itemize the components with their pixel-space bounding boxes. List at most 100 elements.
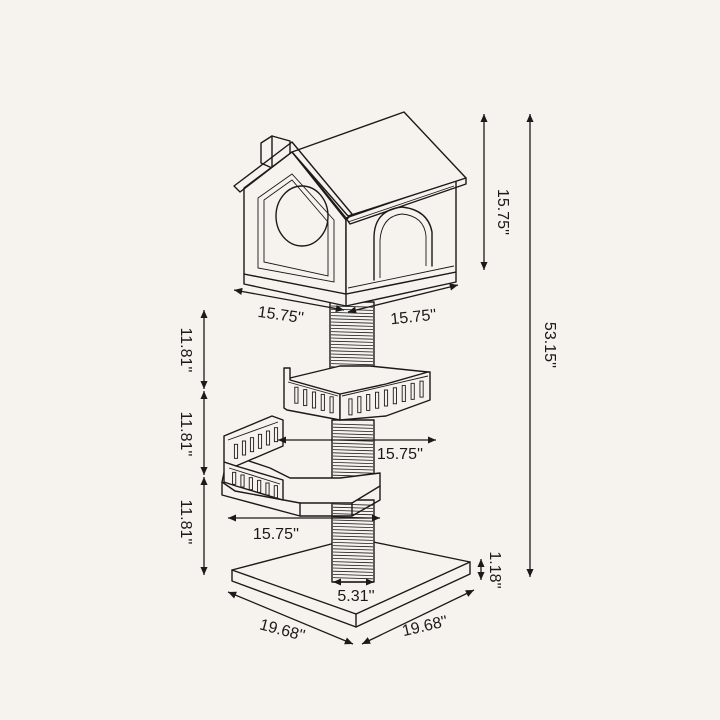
rope-coil: [332, 510, 374, 512]
rope-coil: [330, 318, 374, 321]
rope-coil: [330, 347, 374, 350]
railing-baluster: [273, 427, 279, 443]
railing-baluster: [257, 479, 262, 493]
railing-baluster: [248, 477, 253, 491]
railing-baluster: [265, 482, 270, 496]
rope-coil: [330, 334, 374, 337]
railing-baluster: [294, 386, 299, 404]
lower-platform-width-label: 15.75'': [253, 526, 299, 543]
rope-coil: [332, 542, 374, 544]
rope-coil: [332, 503, 374, 506]
base-width-left-line: [227, 591, 354, 645]
rope-coil: [332, 526, 374, 528]
lower-platform: [221, 415, 381, 517]
rope-coil: [332, 554, 374, 557]
rope-coil: [330, 321, 374, 324]
railing-baluster: [383, 389, 389, 407]
rope-coil: [330, 328, 374, 330]
railing-baluster: [273, 485, 278, 499]
rope-coil: [330, 360, 374, 362]
post-diameter-label: 5.31'': [337, 588, 374, 605]
base-thickness-label: 1.18'': [486, 551, 503, 588]
rope-coil: [332, 430, 374, 432]
railing-baluster: [348, 398, 353, 416]
rope-coil: [332, 433, 374, 436]
rope-coil: [330, 344, 374, 346]
rope-coil: [330, 353, 374, 356]
rope-coil: [332, 452, 374, 455]
rope-coil: [332, 455, 374, 458]
rope-coil: [332, 423, 374, 426]
lower-spacing-label: 11.81'': [177, 500, 194, 545]
rope-coil: [330, 363, 374, 366]
rope-coil: [330, 315, 374, 318]
upper-spacing-label: 11.81'': [177, 328, 194, 373]
railing-baluster: [241, 440, 247, 456]
railing-baluster: [232, 471, 237, 485]
railing-baluster: [419, 380, 424, 398]
rope-coil: [330, 337, 374, 340]
railing-baluster: [311, 391, 317, 409]
rope-coil: [332, 522, 374, 525]
railing-baluster: [303, 389, 308, 407]
rope-coil: [332, 574, 374, 576]
upper-platform: [283, 365, 431, 421]
middle-spacing-label: 11.81'': [177, 412, 194, 457]
railing-baluster: [366, 393, 371, 411]
rope-coil: [332, 564, 374, 567]
rope-coil: [332, 561, 374, 564]
rope-coil: [332, 545, 374, 548]
house-width-right-line: [347, 283, 459, 314]
middle-scratching-post: [331, 419, 375, 483]
rope-coil: [332, 535, 374, 538]
railing-baluster: [240, 474, 245, 488]
base-width-left-label: 19.68'': [258, 616, 307, 644]
dimension-lines: [200, 114, 534, 645]
rope-coil: [332, 532, 374, 535]
railing-baluster: [392, 387, 397, 405]
railing-baluster: [249, 437, 255, 453]
rope-coil: [332, 446, 374, 448]
railing-baluster: [401, 385, 406, 403]
railing-baluster: [257, 433, 263, 449]
lower-scratching-post: [331, 499, 375, 583]
base-width-right-label: 19.68'': [401, 613, 450, 640]
rope-coil: [332, 529, 374, 532]
rope-coil: [332, 465, 374, 468]
rope-coil: [332, 426, 374, 429]
rope-coil: [332, 471, 374, 474]
house-width-left-label: 15.75'': [257, 304, 305, 327]
dimension-labels: 53.15'' 15.75'' 15.75'' 15.75'' 11.81'' …: [177, 189, 558, 645]
rope-coil: [332, 570, 374, 573]
total-height-label: 53.15'': [541, 322, 558, 368]
house-width-left-line: [233, 287, 345, 313]
house-height-label: 15.75'': [494, 189, 511, 235]
base-width-right-line: [361, 589, 475, 645]
railing-baluster: [320, 393, 325, 411]
arched-doorway: [373, 206, 433, 281]
railing-baluster: [410, 382, 415, 400]
rope-coil: [330, 324, 374, 327]
upper-platform-width-label: 15.75'': [377, 446, 423, 463]
rope-coil: [332, 462, 374, 464]
railing-baluster: [233, 443, 239, 459]
railing-baluster: [329, 396, 334, 414]
rope-coil: [332, 538, 374, 541]
railing-baluster: [375, 391, 380, 409]
rope-coil: [332, 558, 374, 560]
railing-baluster: [357, 396, 362, 414]
rope-coil: [330, 331, 374, 334]
rope-coil: [332, 551, 374, 554]
cat-house: [233, 111, 467, 307]
round-window: [275, 185, 329, 247]
rope-coil: [332, 458, 374, 461]
rope-coil: [330, 350, 374, 353]
rope-coil: [332, 449, 374, 452]
rope-coil: [330, 356, 374, 359]
rope-coil: [332, 567, 374, 570]
rope-coil: [332, 548, 374, 551]
railing-baluster: [265, 430, 271, 446]
house-width-right-label: 15.75'': [390, 307, 438, 329]
